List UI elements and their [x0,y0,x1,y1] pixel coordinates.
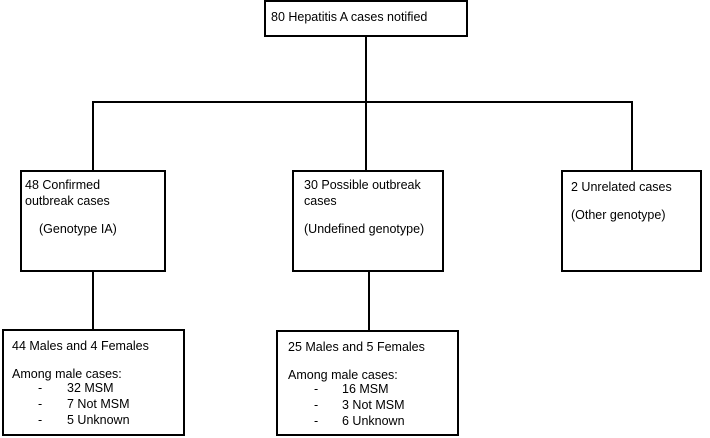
possible-line2: cases [304,194,337,208]
confirmed-detail-box: 44 Males and 4 Females Among male cases:… [2,329,185,436]
possible-sex-breakdown: 25 Males and 5 Females [288,340,425,354]
unrelated-line1: 2 Unrelated cases [571,180,672,194]
bullet-dash: - [314,382,319,396]
bullet-dash: - [314,398,319,412]
unrelated-genotype: (Other genotype) [571,208,666,222]
bullet-dash: - [38,413,43,427]
connector-horizontal [92,101,633,103]
possible-item-msm: 16 MSM [342,382,389,396]
possible-detail-box: 25 Males and 5 Females Among male cases:… [276,330,459,436]
bullet-dash: - [38,397,43,411]
confirmed-line1: 48 Confirmed [25,178,101,192]
bullet-dash: - [38,381,43,395]
possible-line1: 30 Possible outbreak [304,178,421,192]
connector-to-possible [365,101,367,171]
possible-male-heading: Among male cases: [288,368,398,382]
connector-to-confirmed [92,101,94,171]
bullet-dash: - [314,414,319,428]
confirmed-item-unknown: 5 Unknown [67,413,130,427]
possible-item-not-msm: 3 Not MSM [342,398,405,412]
confirmed-genotype: (Genotype IA) [39,222,117,236]
confirmed-item-msm: 32 MSM [67,381,114,395]
confirmed-line2: outbreak cases [25,194,110,208]
unrelated-box: 2 Unrelated cases (Other genotype) [561,170,702,272]
confirmed-box: 48 Confirmed outbreak cases (Genotype IA… [20,170,166,272]
connector-possible-detail [368,272,370,331]
confirmed-sex-breakdown: 44 Males and 4 Females [12,339,149,353]
confirmed-item-not-msm: 7 Not MSM [67,397,130,411]
root-label: 80 Hepatitis A cases notified [271,10,428,24]
connector-confirmed-detail [92,271,94,330]
confirmed-male-heading: Among male cases: [12,367,122,381]
possible-box: 30 Possible outbreak cases (Undefined ge… [292,170,444,272]
connector-to-unrelated [631,101,633,171]
connector-root-down [365,36,367,103]
root-box: 80 Hepatitis A cases notified [264,0,468,37]
possible-item-unknown: 6 Unknown [342,414,405,428]
possible-genotype: (Undefined genotype) [304,222,425,236]
